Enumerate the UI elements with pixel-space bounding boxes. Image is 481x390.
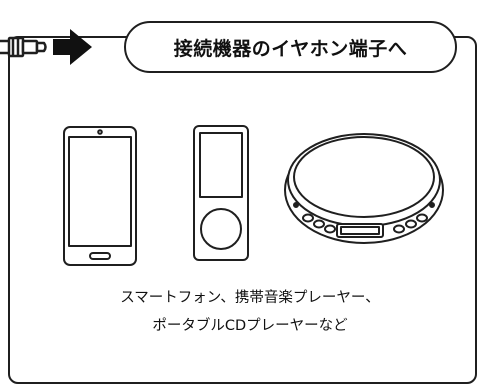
device-caption: スマートフォン、携帯音楽プレーヤー、 ポータブルCDプレーヤーなど [30,284,470,340]
caption-line-2: ポータブルCDプレーヤーなど [152,318,348,334]
headphone-plug-icon [0,36,47,58]
arrow-right-icon [53,29,92,65]
title-text: 接続機器のイヤホン端子へ [173,37,408,60]
smartphone-icon [63,126,137,266]
cd-player-icon [284,133,444,244]
caption-line-1: スマートフォン、携帯音楽プレーヤー、 [120,290,380,306]
title-pill: 接続機器のイヤホン端子へ [124,21,457,73]
music-player-icon [193,125,249,261]
